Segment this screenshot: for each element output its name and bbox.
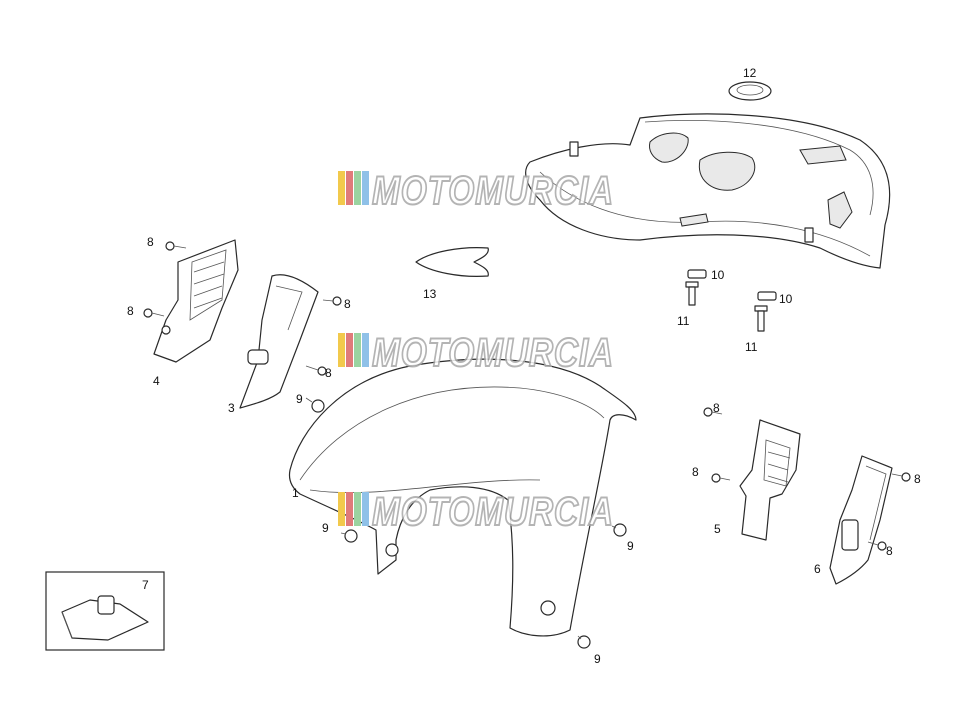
part-10-clip-b [757, 291, 777, 301]
callout-9-c: 9 [627, 539, 634, 553]
screw-8-b [143, 308, 165, 318]
callout-3: 3 [228, 401, 235, 415]
callout-8-a: 8 [147, 235, 154, 249]
callout-1: 1 [292, 486, 299, 500]
callout-11-b: 11 [745, 340, 758, 354]
part-1-front-mudguard [288, 358, 637, 637]
screw-9-d [577, 635, 591, 649]
screw-8-c [322, 296, 342, 306]
callout-9-a: 9 [296, 392, 303, 406]
screw-8-e [703, 407, 723, 417]
callout-8-g: 8 [914, 472, 921, 486]
screw-8-d [305, 365, 327, 376]
part-rear-inner-cover [525, 113, 891, 269]
screw-9-b [340, 529, 358, 543]
callout-10-b: 10 [779, 292, 793, 306]
callout-6: 6 [814, 562, 821, 576]
watermark-text: MOTOMURCIA [372, 331, 614, 375]
part-11-screw-b [754, 305, 768, 332]
part-10-clip-a [687, 269, 707, 279]
part-12-cap [728, 81, 772, 101]
watermark-text: MOTOMURCIA [372, 490, 614, 534]
screw-8-f [711, 473, 731, 483]
watermark-text: MOTOMURCIA [372, 169, 614, 213]
screw-8-h [867, 541, 887, 551]
callout-4: 4 [153, 374, 160, 388]
callout-5: 5 [714, 522, 721, 536]
screw-9-c [611, 523, 627, 537]
part-13-decal [415, 247, 489, 277]
part-5-right-bracket [739, 419, 801, 541]
screw-8-a [165, 241, 187, 251]
callout-9-d: 9 [594, 652, 601, 666]
watermark-middle: MOTOMURCIA [338, 330, 614, 376]
watermark-bottom: MOTOMURCIA [338, 489, 614, 535]
callout-8-e: 8 [713, 401, 720, 415]
callout-9-b: 9 [322, 521, 329, 535]
part-4-left-bracket [153, 239, 239, 363]
watermark-top: MOTOMURCIA [338, 168, 614, 214]
part-7-inset [45, 571, 165, 651]
callout-10-a: 10 [711, 268, 725, 282]
part-11-screw-a [685, 281, 699, 306]
screw-9-a [305, 397, 325, 413]
callout-8-b: 8 [127, 304, 134, 318]
callout-8-c: 8 [344, 297, 351, 311]
callout-8-f: 8 [692, 465, 699, 479]
callout-12: 12 [743, 66, 757, 80]
callout-7: 7 [142, 578, 149, 592]
part-6-right-fork-guard [829, 455, 893, 585]
callout-8-h: 8 [886, 544, 893, 558]
callout-13: 13 [423, 287, 437, 301]
callout-8-d: 8 [325, 366, 332, 380]
screw-8-g [891, 472, 911, 482]
part-3-fork-guard [239, 274, 319, 409]
callout-11-a: 11 [677, 314, 690, 328]
